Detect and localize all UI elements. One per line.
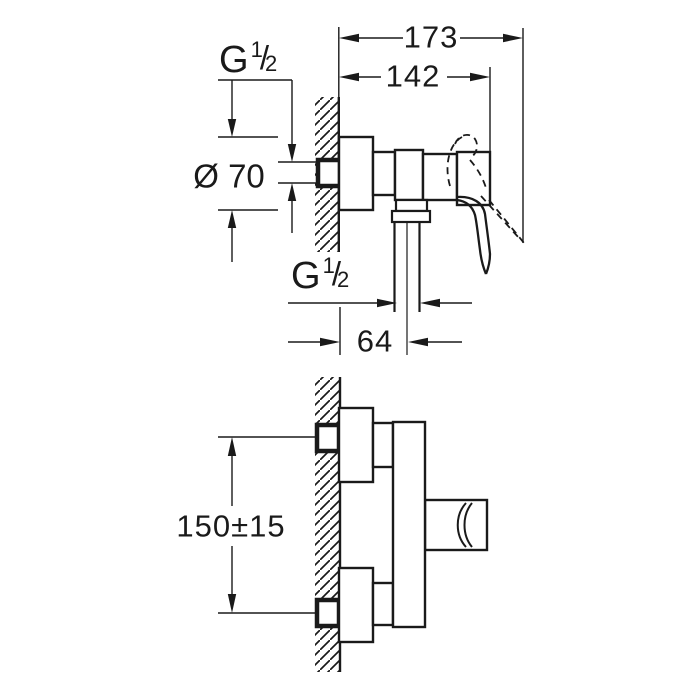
thread-letter: G (291, 255, 321, 297)
thread-numerator: 1 (322, 253, 335, 278)
dimension-outlet-offset-label: 64 (356, 323, 394, 359)
top-view-handle-swing-dashed (446, 133, 525, 244)
lower-union-fitting (314, 597, 342, 629)
mixer-housing (421, 152, 459, 202)
thread-denominator: 2 (336, 267, 350, 292)
top-view-lever-handle (456, 195, 492, 275)
dimension-escutcheon-diameter-label: Ø 70 (193, 157, 265, 195)
thread-numerator: 1 (250, 37, 263, 62)
thread-letter: G (219, 39, 249, 81)
lower-escutcheon (337, 566, 375, 644)
top-view-dimensions (218, 28, 524, 355)
upper-escutcheon (337, 406, 375, 484)
lower-union-neck (371, 581, 395, 627)
dimension-connection-spacing-label: 150±15 (176, 508, 286, 544)
front-view-dimensions (218, 436, 316, 614)
outlet-step (394, 198, 429, 213)
thread-slash: / (331, 255, 341, 292)
thread-slash: / (259, 39, 269, 76)
top-view-mixer-body (315, 135, 492, 355)
inlet-thread-label: G1/2 (219, 39, 278, 81)
dimension-overall-depth-label: 173 (403, 19, 459, 55)
outlet-nut (390, 209, 432, 224)
valve-ring (393, 148, 425, 202)
top-view-wall-section (315, 27, 340, 252)
upper-union-neck (371, 421, 395, 469)
escutcheon (337, 135, 375, 212)
inlet-nipple (315, 157, 343, 189)
dimension-body-depth-label: 142 (385, 58, 441, 94)
mixer-column (391, 420, 427, 629)
handle-hub-end (423, 498, 489, 552)
front-view-mixer-body (314, 406, 489, 644)
outlet-thread-label: G1/2 (291, 255, 350, 297)
upper-union-fitting (314, 422, 342, 454)
union-neck (371, 150, 397, 197)
thread-denominator: 2 (264, 51, 278, 76)
